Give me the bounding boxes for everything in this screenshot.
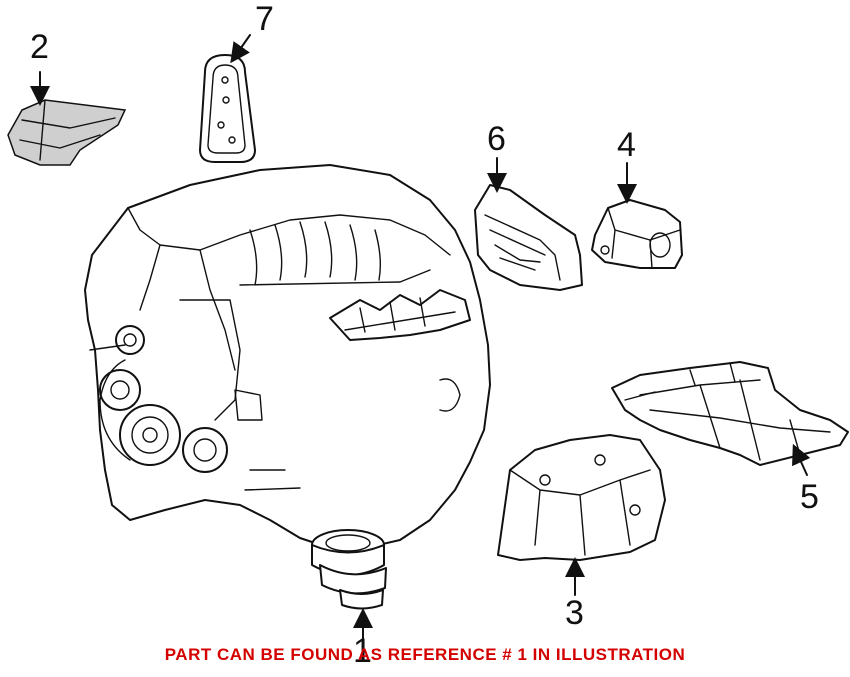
callout-3: 3 [565, 594, 584, 632]
callout-1: 1 [353, 632, 372, 670]
part-4-transmission-mount [591, 162, 683, 269]
callout-5: 5 [800, 478, 819, 516]
callout-2: 2 [30, 28, 49, 66]
part-3-engine-bracket [497, 434, 666, 596]
part-1-engine-mount [311, 529, 387, 659]
part-2-heat-shield [7, 71, 127, 166]
part-6-mount-bracket [474, 157, 583, 291]
callout-7: 7 [255, 0, 274, 38]
callout-4: 4 [617, 126, 636, 164]
callout-6: 6 [487, 120, 506, 158]
reference-note: PART CAN BE FOUND AS REFERENCE # 1 IN IL… [164, 645, 686, 664]
part-7-bracket [199, 34, 256, 163]
engine-block [84, 164, 491, 549]
part-5-splash-shield [611, 361, 849, 476]
